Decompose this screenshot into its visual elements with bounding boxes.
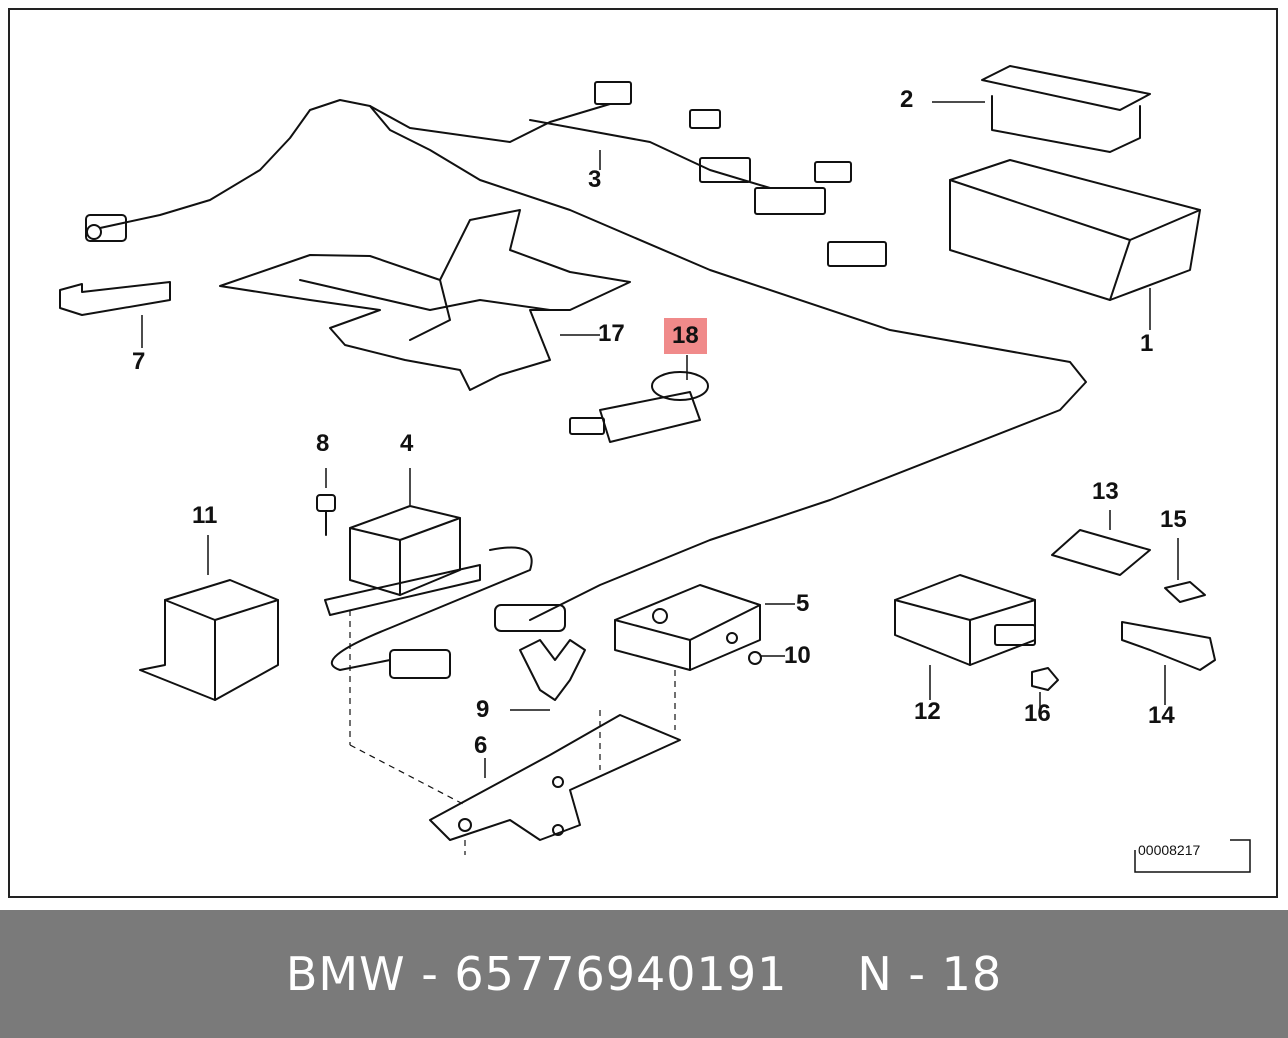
diagram-frame <box>8 8 1278 898</box>
part-6-plate <box>429 714 681 841</box>
part-18-sensor <box>599 391 701 443</box>
diagram-reference-code: 00008217 <box>1138 842 1201 858</box>
parts-diagram <box>59 65 1251 873</box>
callout-3: 3 <box>588 166 602 193</box>
cable-plug-left <box>85 214 127 242</box>
part-11-bracket <box>139 579 279 701</box>
part-13-pad <box>1051 529 1151 576</box>
part-17-gasket <box>219 209 631 391</box>
callout-4: 4 <box>400 430 414 457</box>
part-5-module <box>614 584 761 671</box>
callout-8: 8 <box>316 430 330 457</box>
part-16-nut <box>1031 667 1059 691</box>
callout-17: 17 <box>598 320 625 347</box>
callout-10: 10 <box>784 642 811 669</box>
callout-14: 14 <box>1148 702 1175 729</box>
part-12-ecu <box>894 574 1036 666</box>
part-14-bracket <box>1121 621 1216 671</box>
part-2-module <box>981 65 1151 111</box>
part-15-nut <box>1164 581 1206 603</box>
part-9-clip <box>519 639 586 701</box>
callout-11: 11 <box>192 502 218 529</box>
callout-5: 5 <box>796 590 810 617</box>
part-1-housing <box>949 159 1201 241</box>
part-number-text: BMW - 65776940191 <box>285 947 788 1001</box>
position-number-text: N - 18 <box>857 947 1003 1001</box>
part-7-bracket <box>59 281 171 316</box>
callout-6: 6 <box>474 732 488 759</box>
callout-12: 12 <box>914 698 941 725</box>
callout-16: 16 <box>1024 700 1051 727</box>
part-number-footer: BMW - 65776940191 N - 18 <box>0 910 1288 1038</box>
main-cable <box>99 99 1087 621</box>
callout-18-highlighted: 18 <box>664 318 707 354</box>
callout-2: 2 <box>900 86 914 113</box>
callout-13: 13 <box>1092 478 1119 505</box>
callout-9: 9 <box>476 696 490 723</box>
callout-7: 7 <box>132 348 146 375</box>
callout-1: 1 <box>1140 330 1154 357</box>
callout-15: 15 <box>1160 506 1187 533</box>
